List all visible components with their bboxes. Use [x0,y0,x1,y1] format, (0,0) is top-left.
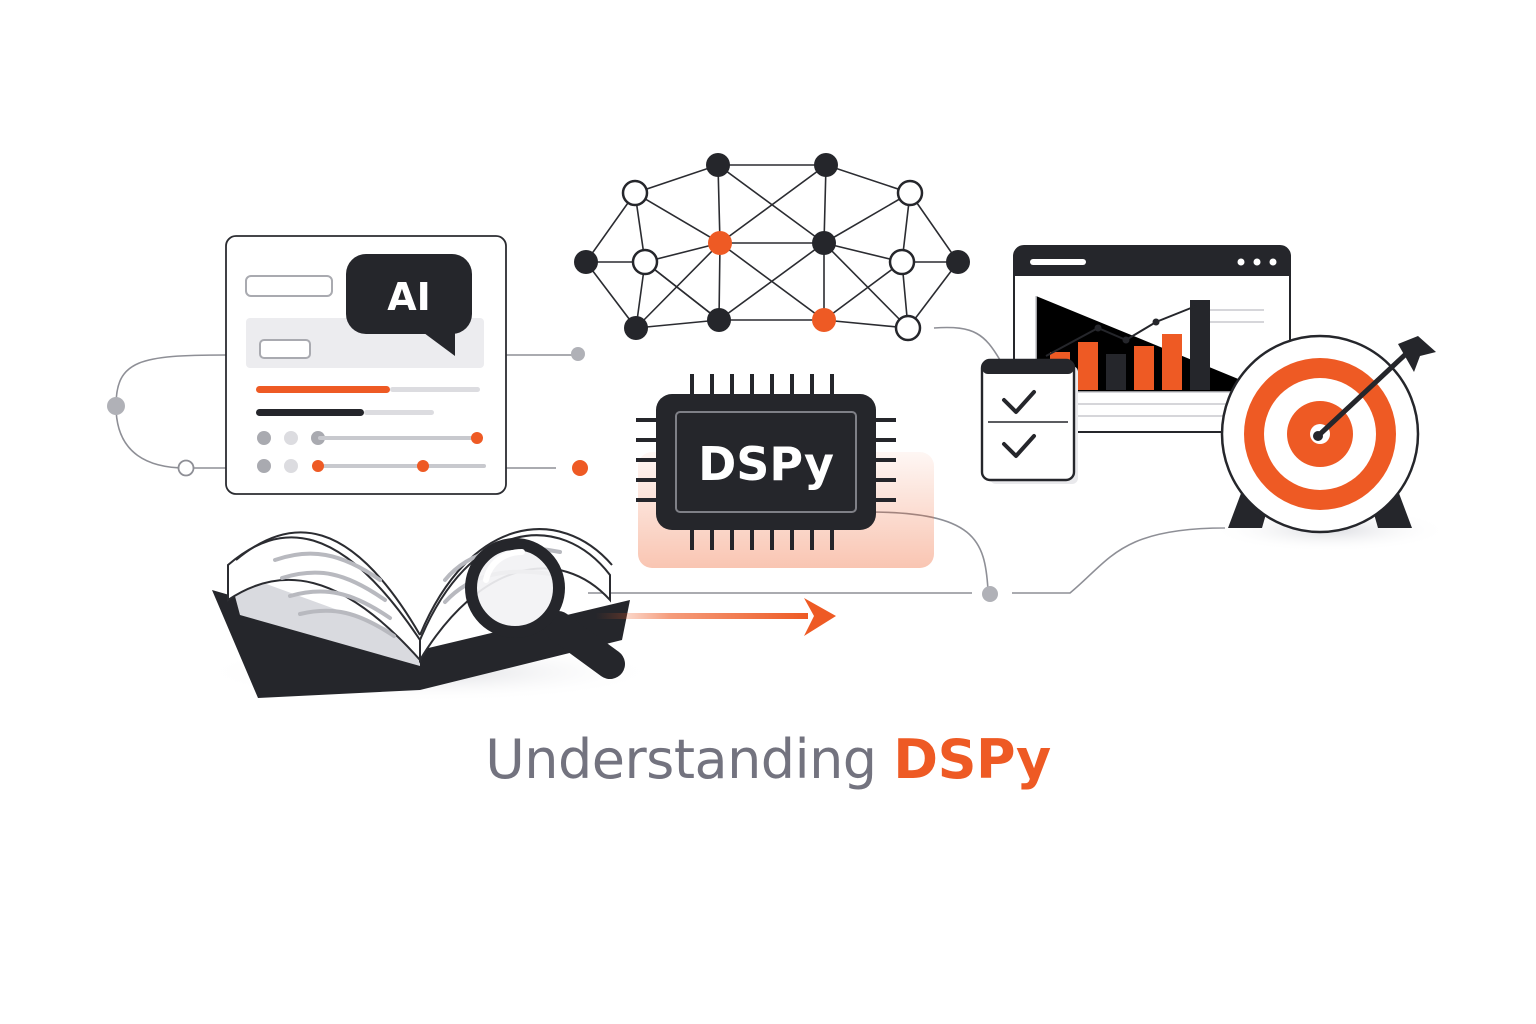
chip-icon: DSPy [636,374,896,550]
chip-label: DSPy [698,437,834,491]
ai-bubble-label: AI [387,275,431,319]
neural-network-icon [574,153,970,342]
target-icon [1210,334,1450,552]
checklist-icon [980,358,1078,484]
connector-nodes [107,347,998,602]
title-part-understanding: Understanding [485,728,877,791]
magnifier-icon [465,538,625,679]
title-part-dspy: DSPy [893,728,1051,791]
ai-chat-bubble-icon: AI [346,254,472,356]
page-title: Understanding DSPy [0,728,1536,791]
arrow-right-icon [596,598,836,636]
